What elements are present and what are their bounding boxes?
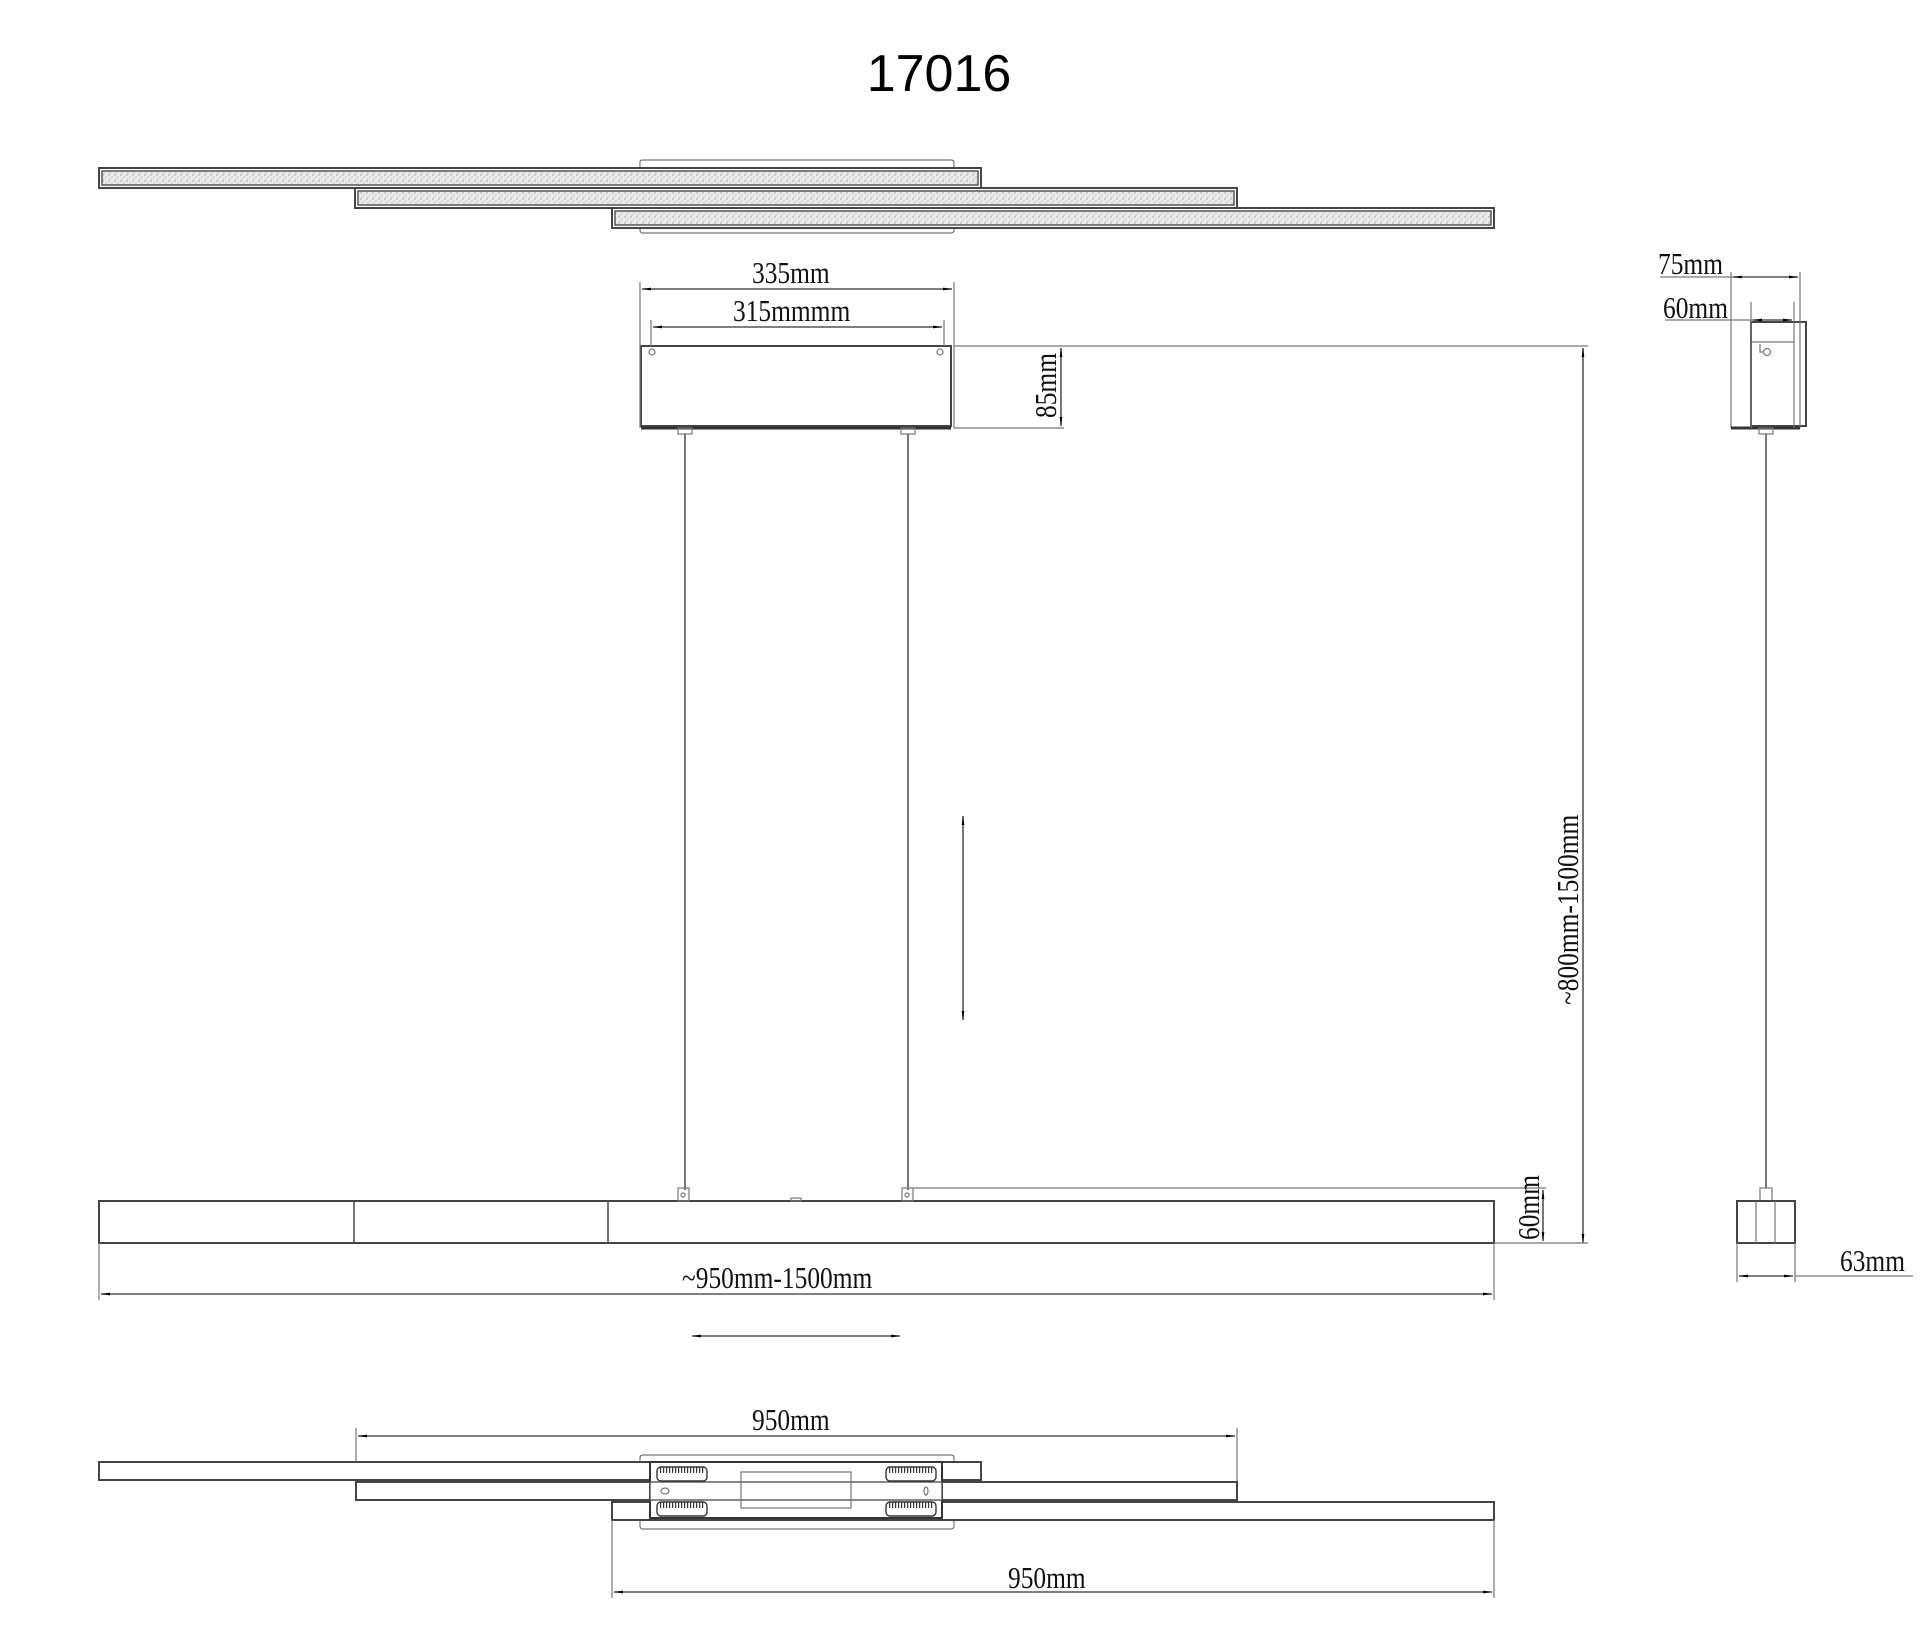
drawing-title: 17016 <box>866 45 1012 103</box>
dim-side-canopy-inner: 60mm <box>1663 290 1728 325</box>
dim-canopy-height: 85mm <box>1028 353 1063 418</box>
front-view <box>98 282 1588 1338</box>
connector-left-icon <box>656 1466 708 1517</box>
dim-overall-length: ~950mm-1500mm <box>682 1260 873 1295</box>
dim-lower-bar-length: 950mm <box>1008 1560 1086 1595</box>
dim-bar-height: 60mm <box>1511 1175 1546 1240</box>
top-view <box>98 159 1495 234</box>
dim-bar-depth: 63mm <box>1840 1243 1905 1278</box>
side-view <box>1660 272 1913 1282</box>
dim-canopy-outer-width: 335mm <box>752 255 830 290</box>
bottom-view <box>98 1428 1495 1598</box>
connector-right-icon <box>885 1466 937 1517</box>
dim-canopy-inner-width: 315mmmm <box>733 293 851 328</box>
dim-side-canopy-outer: 75mm <box>1658 246 1723 281</box>
dim-suspension-height: ~800mm-1500mm <box>1550 814 1585 1005</box>
dim-upper-bar-length: 950mm <box>752 1402 830 1437</box>
